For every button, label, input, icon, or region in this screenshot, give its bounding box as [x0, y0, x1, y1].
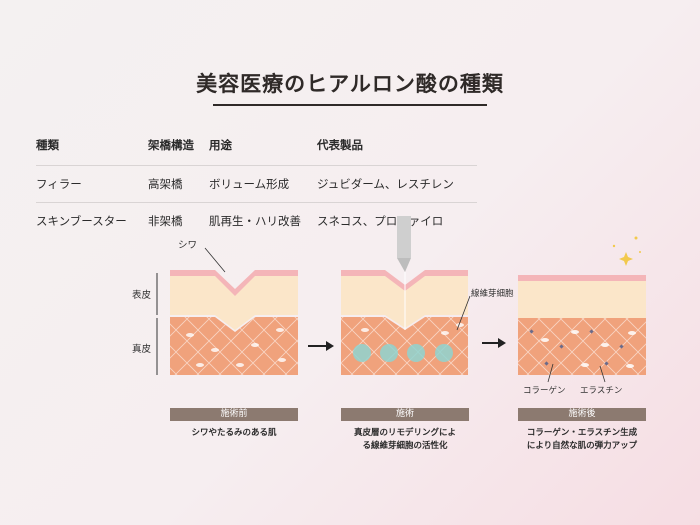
table-header-row: 種類 架橋構造 用途 代表製品 — [36, 133, 477, 166]
header-use: 用途 — [209, 138, 232, 152]
cell-use: 肌再生・ハリ改善 — [209, 202, 317, 239]
panel-after-desc-line: コラーゲン・エラスチン生成 — [526, 428, 638, 438]
panel-after — [518, 236, 646, 383]
cell-type: フィラー — [36, 165, 148, 203]
panel-treatment-desc-line: る線維芽細胞の活性化 — [362, 441, 448, 451]
arrow-right-icon — [308, 341, 334, 351]
panel-after-desc-line: により自然な肌の弾力アップ — [526, 441, 638, 451]
collagen-pointer — [547, 363, 554, 383]
wrinkle-label: シワ — [178, 240, 198, 251]
elastin-label: エラスチン — [580, 386, 623, 396]
arrow-right-icon — [482, 338, 506, 348]
cell-use: ボリューム形成 — [209, 165, 317, 203]
panel-before-desc-line: シワやたるみのある肌 — [191, 428, 277, 438]
panel-treatment-description: 真皮層のリモデリングによ る線維芽細胞の活性化 — [326, 427, 484, 453]
fibroblast-pointer — [456, 295, 471, 331]
panel-treatment-tag: 施術 — [341, 408, 469, 421]
panel-treatment — [341, 216, 471, 375]
panel-after-tag: 施術後 — [518, 408, 646, 421]
panel-treatment-desc-line: 真皮層のリモデリングによ — [353, 428, 456, 438]
page-title: 美容医療のヒアルロン酸の種類 — [196, 72, 504, 96]
cell-crosslink: 非架橋 — [148, 202, 209, 239]
panel-after-description: コラーゲン・エラスチン生成 により自然な肌の弾力アップ — [503, 427, 661, 453]
panel-before — [156, 247, 298, 375]
epidermis-label: 表皮 — [132, 290, 152, 301]
needle-icon — [397, 216, 411, 330]
header-crosslink: 架橋構造 — [148, 138, 194, 152]
fibroblast-label: 線維芽細胞 — [471, 289, 514, 299]
sparkle-icon — [612, 236, 641, 266]
cell-crosslink: 高架橋 — [148, 165, 209, 203]
panel-before-tag: 施術前 — [170, 408, 298, 421]
cell-products: ジュビダーム、レスチレン — [317, 165, 477, 203]
header-type: 種類 — [36, 138, 59, 152]
cell-type: スキンブースター — [36, 202, 148, 239]
elastin-pointer — [599, 365, 606, 383]
dermis-label: 真皮 — [132, 344, 152, 355]
header-products: 代表製品 — [317, 138, 363, 152]
panel-before-description: シワやたるみのある肌 — [160, 427, 308, 440]
table-row: フィラー 高架橋 ボリューム形成 ジュビダーム、レスチレン — [36, 165, 477, 203]
title-underline — [213, 104, 487, 106]
wrinkle-pointer — [204, 247, 226, 273]
collagen-label: コラーゲン — [523, 386, 566, 396]
